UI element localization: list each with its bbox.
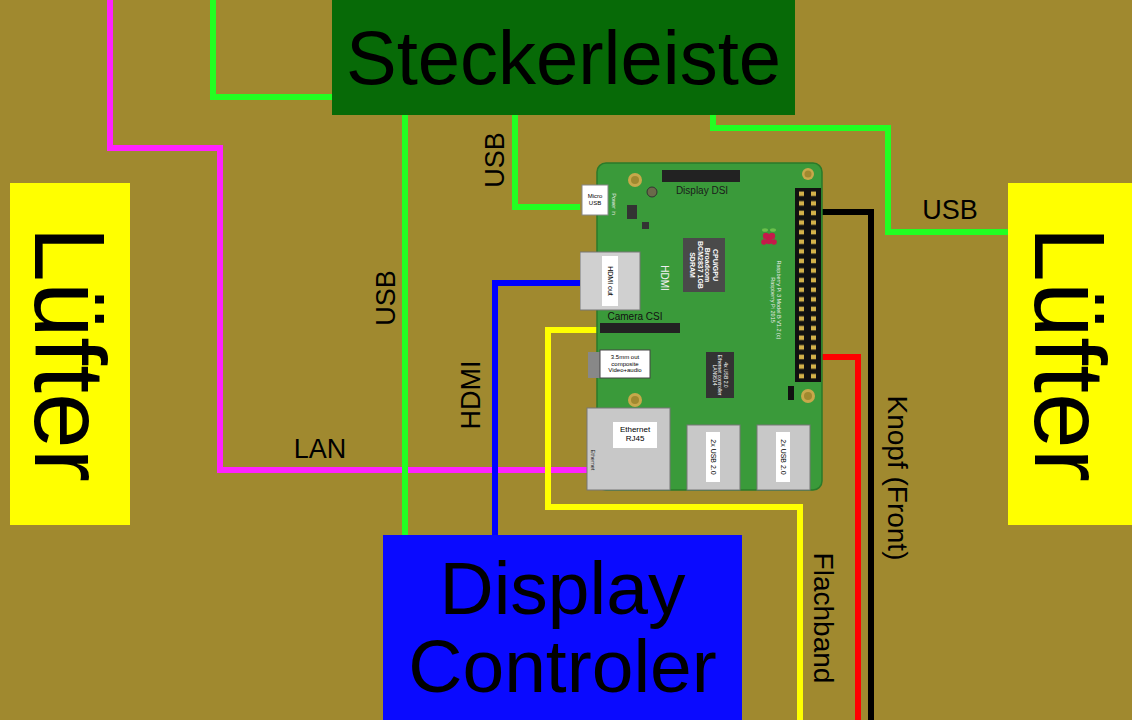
lan-chip [706,352,734,398]
cable-label: USB [371,270,402,326]
node-label: Display DSI [676,185,728,197]
cable-label: HDMI [456,361,487,430]
gpio-header [795,188,821,382]
component [647,187,657,197]
raspberry-pi-board: Micro USB Power in Display DSI HDMI out HDMI… [580,160,825,492]
usb-port [757,425,810,490]
node-label: 2x USB 2.0 [779,439,787,474]
mounting-holes [628,168,815,407]
cable-connector [402,115,408,535]
node-label: 4x USB 2.0 Ethernet controller LAN9514 [712,354,729,396]
node-label: Lüfter [20,226,120,482]
fan-box: Lüfter [1008,183,1132,525]
fan-box: Lüfter [10,183,130,525]
port-label [776,432,790,482]
display-controller-box: Display Controler [383,535,742,720]
node-label: 3.5mm out composite Video+audio [602,354,648,374]
node-label: Micro USB [584,193,606,206]
node-label: HDMI out [606,266,614,296]
node-label: CPU/GPU Broadcom BCM2837 1GB SDRAM [689,239,720,291]
usb-wire [213,0,332,97]
micro-usb-port [582,185,608,215]
circuit-board [597,163,822,490]
diode [627,205,637,219]
cable-label: Flachband [807,553,839,684]
audio-jack [588,352,600,378]
node-label: Ethernet RJ45 [614,426,656,444]
port-label [602,256,618,306]
power-strip-box: Steckerleiste [332,0,795,115]
cable-label: USB [922,195,978,226]
cable-label: LAN [294,434,347,465]
node-label: Lüfter [1020,226,1120,482]
hdmi-port [580,252,640,310]
port-label [613,422,657,448]
usb-port [687,425,740,490]
ethernet-port [587,408,670,490]
cable-label: Knopf (Front) [881,396,913,561]
node-label: Raspberry Pi 3 Model B V1.2 (c) Raspberr… [770,252,782,348]
cpu-chip [683,238,725,292]
cable-connector [495,283,580,535]
node-label: Camera CSI [607,311,662,323]
node-label: HDMI [658,265,670,291]
component [642,222,649,229]
cable-connector [515,115,580,207]
port-label [706,432,720,482]
run-header [788,386,794,400]
raspberry-logo [761,228,777,245]
node-label: Ethernet [590,450,596,471]
dsi-connector [662,170,740,182]
gpio-pins [795,188,821,382]
node-label: Display Controler [393,549,733,707]
port-label [600,350,650,378]
cable-label: USB [480,132,511,188]
node-label: 2x USB 2.0 [709,439,717,474]
csi-connector [600,323,680,333]
node-label: Power in [611,193,617,214]
node-label: Steckerleiste [346,16,781,100]
